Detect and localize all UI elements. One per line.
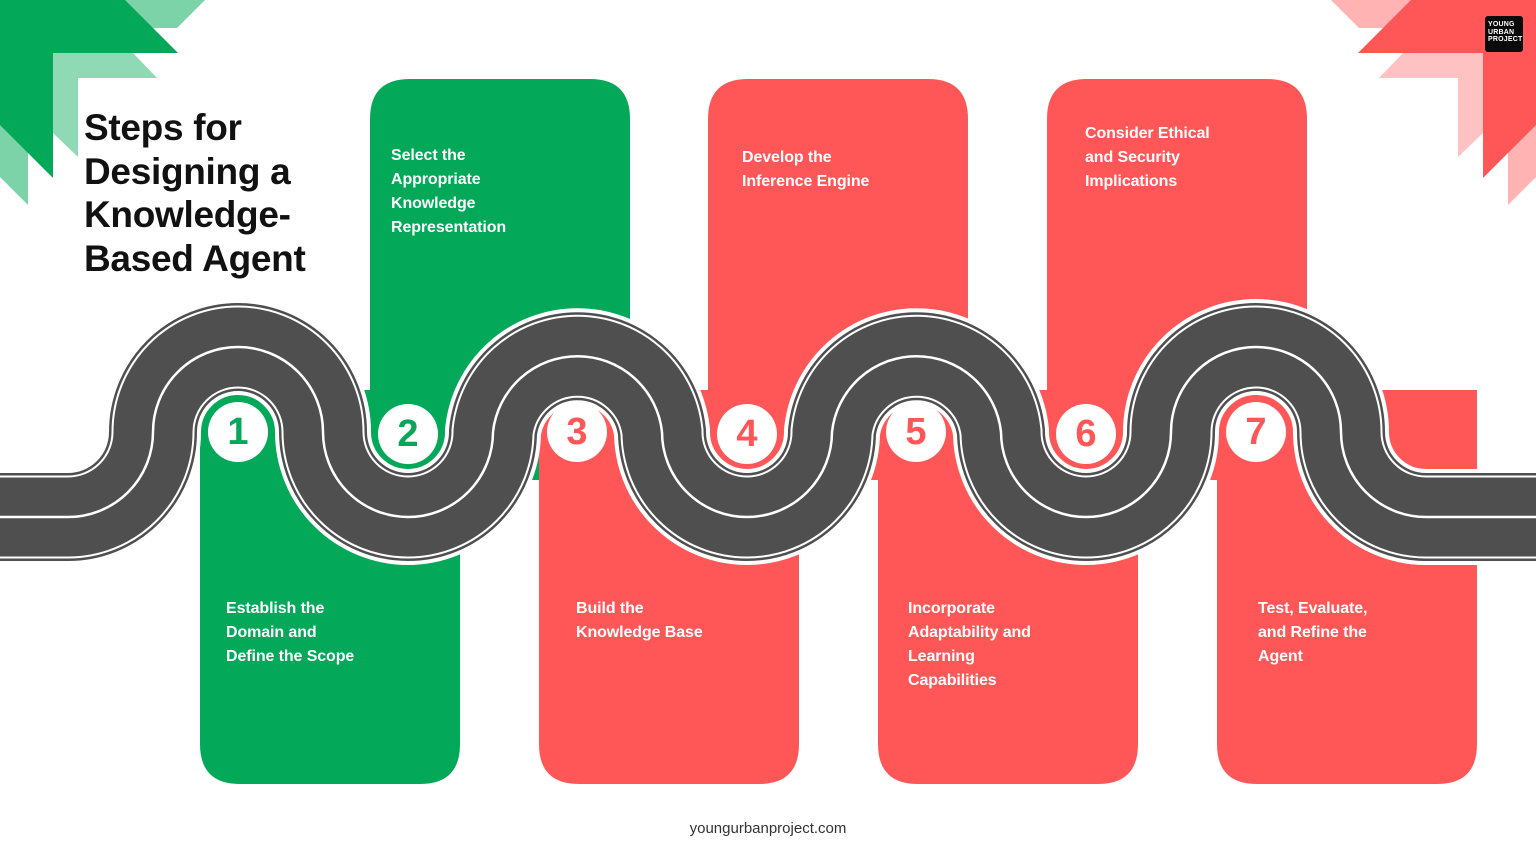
step-number-badge-3: 3 (547, 402, 607, 462)
title-line: Based Agent (84, 237, 306, 279)
step-label-5: Incorporate Adaptability and Learning Ca… (908, 597, 1031, 693)
step-label-line: Implications (1085, 173, 1178, 190)
step-label-line: Learning (908, 648, 975, 665)
step-label-line: Knowledge (391, 195, 476, 212)
logo-line: PROJECT (1488, 36, 1523, 43)
title-line: Designing a (84, 150, 291, 192)
step-label-line: Establish the (226, 600, 325, 617)
step-label-line: Capabilities (908, 672, 997, 689)
step-label-line: Develop the (742, 149, 832, 166)
step-label-line: Select the (391, 147, 466, 164)
step-number: 6 (1075, 413, 1097, 455)
step-label-7: Test, Evaluate, and Refine the Agent (1258, 597, 1367, 669)
step-label-6: Consider Ethical and Security Implicatio… (1085, 122, 1210, 194)
step-label-line: and Refine the (1258, 624, 1367, 641)
step-number-badge-7: 7 (1226, 402, 1286, 462)
title-line: Steps for (84, 107, 242, 148)
step-label-line: Build the (576, 600, 644, 617)
step-label-line: Knowledge Base (576, 624, 703, 641)
step-number: 5 (905, 411, 927, 453)
step-number: 2 (397, 413, 419, 455)
step-label-line: Define the Scope (226, 648, 355, 665)
step-label-line: Domain and (226, 624, 317, 641)
step-label-line: Adaptability and (908, 624, 1031, 641)
step-number-badge-2: 2 (378, 404, 438, 464)
step-label-line: Inference Engine (742, 173, 870, 190)
step-label-2: Select the Appropriate Knowledge Represe… (391, 144, 506, 240)
footer-url: youngurbanproject.com (689, 820, 847, 837)
step-label-line: Representation (391, 219, 507, 236)
step-number: 1 (227, 411, 249, 453)
step-label-line: Test, Evaluate, (1258, 600, 1368, 617)
step-label-1: Establish the Domain and Define the Scop… (226, 597, 354, 669)
green-chevron-corner-icon (0, 0, 205, 205)
step-number: 7 (1245, 411, 1267, 453)
logo-line: URBAN (1488, 28, 1515, 36)
step-number-badge-6: 6 (1056, 404, 1116, 464)
step-label-line: Incorporate (908, 600, 995, 617)
step-number-badge-1: 1 (208, 402, 268, 462)
step-number-badge-5: 5 (886, 402, 946, 462)
step-number-badge-4: 4 (717, 404, 777, 464)
step-label-3: Build the Knowledge Base (576, 597, 703, 645)
step-number: 4 (736, 413, 758, 455)
logo-line: YOUNG (1488, 21, 1515, 28)
step-label-line: and Security (1085, 149, 1180, 166)
title-line: Knowledge- (84, 194, 291, 235)
step-label-line: Appropriate (391, 171, 481, 188)
step-label-line: Consider Ethical (1085, 125, 1210, 142)
young-urban-project-logo: YOUNG URBAN PROJECT (1485, 16, 1523, 52)
page-title: Steps for Designing a Knowledge- Based A… (84, 106, 306, 280)
step-label-4: Develop the Inference Engine (742, 146, 869, 194)
step-label-line: Agent (1258, 648, 1303, 665)
step-number: 3 (566, 411, 588, 453)
